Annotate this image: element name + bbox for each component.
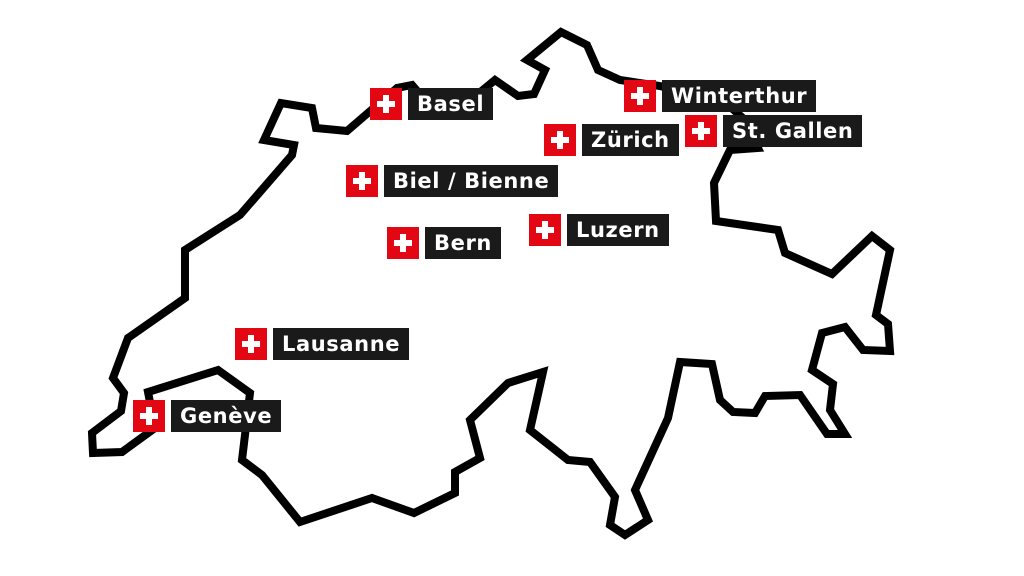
swiss-flag-icon [387,227,419,259]
city-marker-biel-bienne[interactable]: Biel / Bienne [346,164,559,198]
city-marker-basel[interactable]: Basel [370,87,494,121]
swiss-flag-icon [624,80,656,112]
swiss-flag-icon [685,115,717,147]
city-marker-bern[interactable]: Bern [387,226,501,260]
city-label-lausanne: Lausanne [273,328,410,360]
swiss-flag-icon [346,165,378,197]
city-label-basel: Basel [408,88,494,120]
city-marker-winterthur[interactable]: Winterthur [624,79,817,113]
swiss-flag-icon [529,214,561,246]
city-label-luzern: Luzern [567,214,669,246]
city-label-biel-bienne: Biel / Bienne [384,165,559,197]
swiss-flag-icon [370,88,402,120]
city-marker-geneve[interactable]: Genève [133,399,282,433]
city-label-st-gallen: St. Gallen [723,115,863,147]
city-marker-st-gallen[interactable]: St. Gallen [685,114,863,148]
city-label-winterthur: Winterthur [662,80,817,112]
swiss-flag-icon [235,328,267,360]
swiss-flag-icon [544,124,576,156]
swiss-flag-icon [133,400,165,432]
city-marker-lausanne[interactable]: Lausanne [235,327,410,361]
city-marker-luzern[interactable]: Luzern [529,213,669,247]
city-label-geneve: Genève [171,400,282,432]
city-marker-zurich[interactable]: Zürich [544,123,679,157]
city-label-bern: Bern [425,227,501,259]
city-label-zurich: Zürich [582,124,679,156]
